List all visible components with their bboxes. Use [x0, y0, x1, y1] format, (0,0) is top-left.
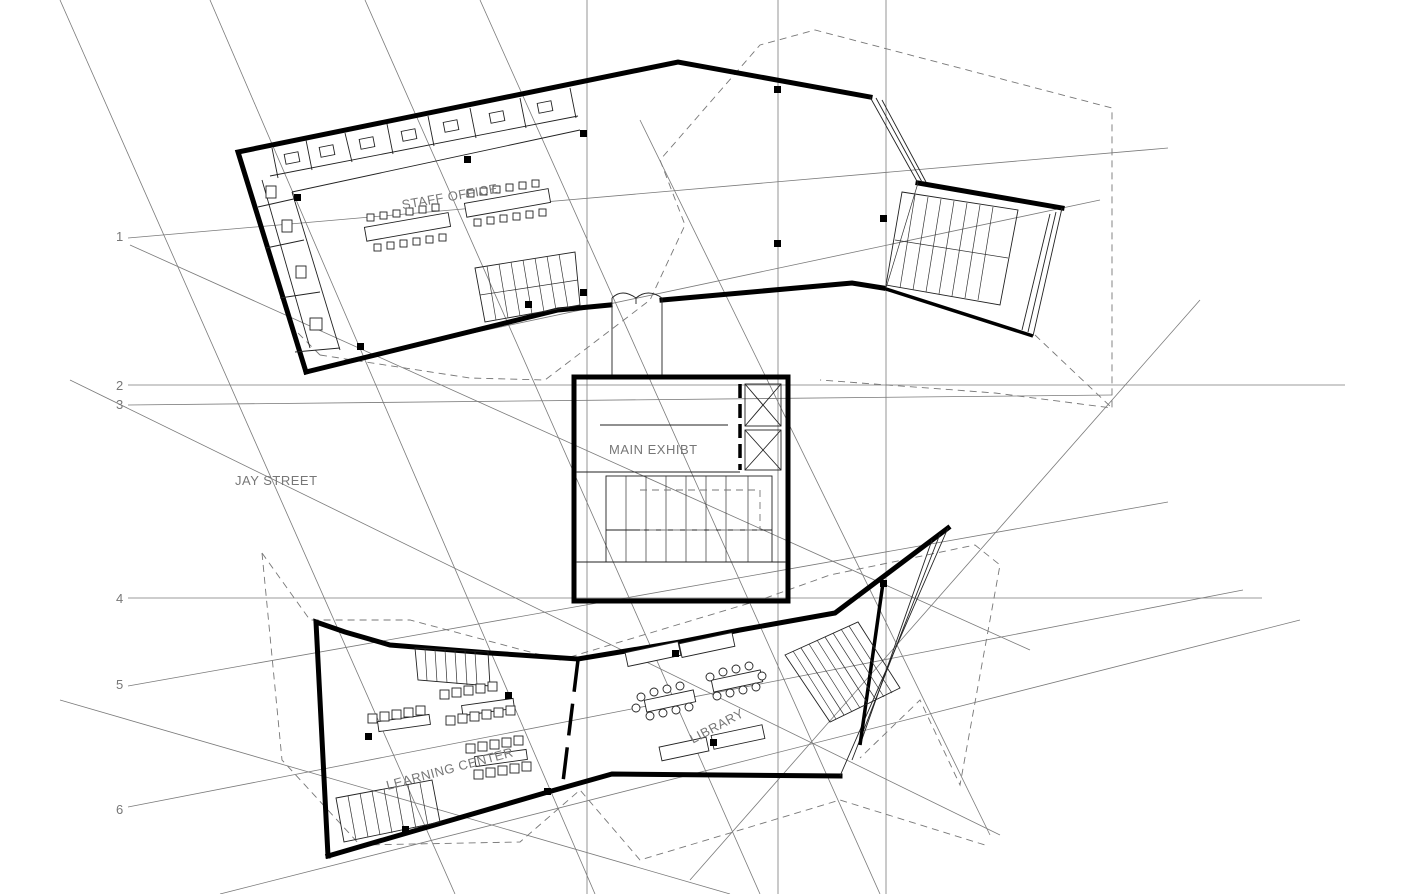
exhibit-stair: [576, 475, 786, 563]
staff-office-tables: [363, 179, 552, 252]
grid-axis-6: 6: [116, 802, 123, 817]
learning-stair-top: [414, 647, 491, 687]
main-exhibit-label: MAIN EXHIBT: [609, 442, 698, 457]
learning-stair-bottom: [335, 779, 441, 843]
grid-axis-3: 3: [116, 397, 123, 412]
library-furniture: [624, 632, 767, 762]
street-label: JAY STREET: [235, 473, 318, 488]
staff-office-wing: STAFF OFFICE: [234, 59, 1065, 376]
cubicles-left: [257, 185, 341, 353]
grid-axis-labels: 1 2 3 4 5 6: [116, 229, 123, 817]
library-stair: [784, 621, 901, 723]
staff-columns: [294, 86, 887, 350]
cubicles-top: [271, 87, 577, 179]
upper-floor-outline: [261, 29, 1113, 861]
grid-axis-5: 5: [116, 677, 123, 692]
grid-axis-2: 2: [116, 378, 123, 393]
grid-lines: [59, 0, 1345, 894]
south-wing: LEARNING CENTER LIBRARY: [313, 524, 952, 860]
grid-axis-4: 4: [116, 591, 123, 606]
south-columns: [365, 580, 887, 833]
learning-center-desks: [367, 681, 532, 780]
grid-axis-1: 1: [116, 229, 123, 244]
staff-stair: [474, 251, 581, 323]
main-exhibit: MAIN EXHIBT: [571, 292, 791, 604]
east-stair: [885, 191, 1019, 306]
